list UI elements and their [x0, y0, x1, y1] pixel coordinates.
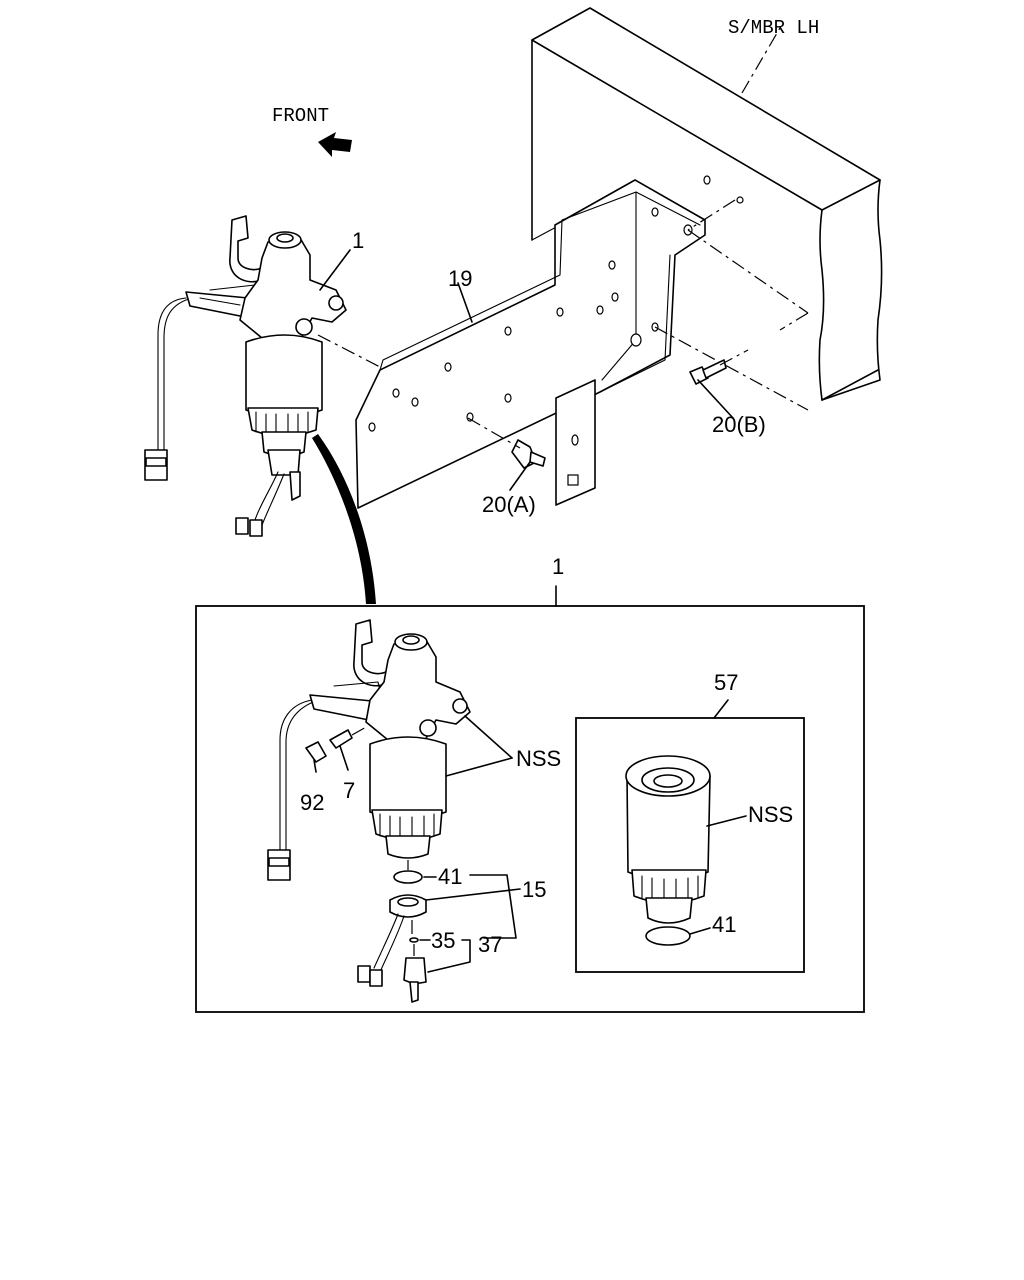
bracket-hole: [444, 362, 452, 372]
drain-plug-37: [403, 957, 427, 985]
bracket-hole: [608, 260, 616, 270]
part-37-label: 37: [478, 932, 502, 957]
exploded-fuel-filter: [267, 619, 471, 1003]
o-ring-35: [409, 937, 419, 943]
element-frame: [575, 717, 805, 973]
bracket-hole: [504, 326, 512, 336]
bracket-hole: [368, 422, 376, 432]
bracket-hole: [651, 207, 659, 217]
bracket-hole: [630, 333, 642, 347]
filter-assembly-label-top: 1: [352, 228, 364, 253]
part-92-label: 92: [300, 790, 324, 815]
bolt-20a-label: 20(A): [482, 492, 536, 517]
bracket-hole: [466, 412, 474, 422]
part-41-element-label: 41: [712, 912, 736, 937]
bracket-hole: [611, 292, 619, 302]
detail-callout-pointer: [312, 434, 376, 604]
part-41-label: 41: [438, 864, 462, 889]
bracket-hole: [411, 397, 419, 407]
part-15-label: 15: [522, 877, 546, 902]
frame-hole: [703, 175, 711, 185]
frame-member-label: S/MBR LH: [728, 17, 819, 39]
bolt-92: [305, 741, 327, 763]
frame-side-member: [531, 7, 883, 401]
bracket-part-number: 19: [448, 266, 472, 291]
fuel-filter-assembly: [144, 215, 347, 537]
front-label: FRONT: [272, 105, 329, 127]
element-assembly-label: 57: [714, 670, 738, 695]
bracket-hole: [504, 393, 512, 403]
nss-element-label: NSS: [748, 802, 793, 827]
fitting-7: [329, 729, 353, 749]
o-ring-41-element: [645, 926, 691, 946]
detail-frame: [195, 605, 865, 1013]
part-7-label: 7: [343, 778, 355, 803]
nss-main-label: NSS: [516, 746, 561, 771]
mounting-bracket: [355, 179, 706, 509]
bracket-hole: [392, 388, 400, 398]
bolt-20b-label: 20(B): [712, 412, 766, 437]
bolt-20b: [689, 359, 727, 385]
frame-hole: [736, 196, 744, 204]
detail-assembly-label: 1: [552, 554, 564, 579]
part-35-label: 35: [431, 928, 455, 953]
filter-element: [625, 755, 711, 946]
o-ring-41: [393, 870, 423, 884]
front-arrow-icon: [318, 132, 352, 157]
bracket-hole: [596, 305, 604, 315]
bracket-hole: [556, 307, 564, 317]
